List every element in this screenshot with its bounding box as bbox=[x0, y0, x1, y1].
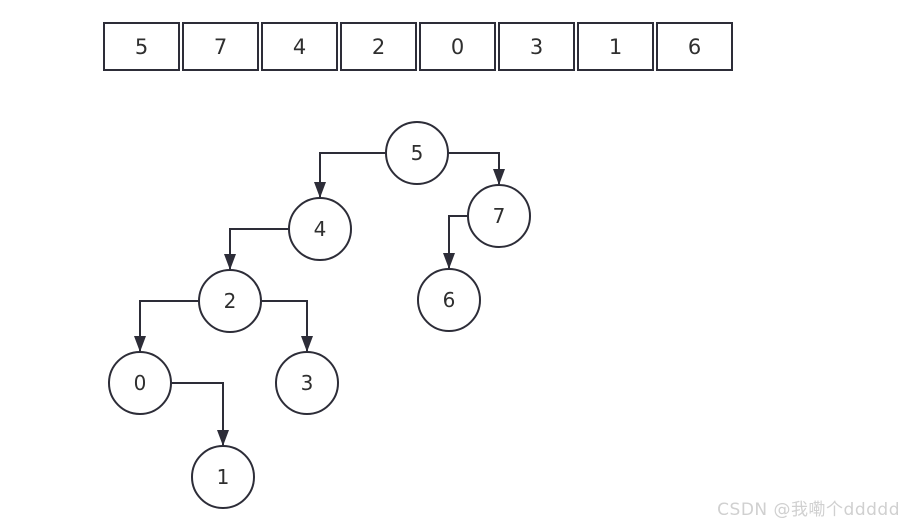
tree-node-label: 7 bbox=[493, 204, 506, 228]
edge-7-to-6 bbox=[443, 215, 468, 269]
tree-node-5: 5 bbox=[385, 121, 449, 185]
edges-layer bbox=[134, 152, 505, 446]
array-cell: 5 bbox=[103, 22, 180, 71]
tree-node-7: 7 bbox=[467, 184, 531, 248]
tree-node-0: 0 bbox=[108, 351, 172, 415]
array-cell: 7 bbox=[182, 22, 259, 71]
array-cell-value: 4 bbox=[292, 34, 307, 59]
array-cell-value: 6 bbox=[687, 34, 702, 59]
tree-node-label: 3 bbox=[301, 371, 314, 395]
tree-node-1: 1 bbox=[191, 445, 255, 509]
tree-node-circle bbox=[288, 197, 352, 261]
array-cell: 2 bbox=[340, 22, 417, 71]
tree-node-circle bbox=[198, 269, 262, 333]
tree-node-label: 1 bbox=[217, 465, 230, 489]
array-cell-value: 5 bbox=[134, 34, 149, 59]
tree-node-label: 4 bbox=[314, 217, 327, 241]
tree-node-label: 0 bbox=[134, 371, 147, 395]
array-cell: 6 bbox=[656, 22, 733, 71]
array-cell-value: 2 bbox=[371, 34, 386, 59]
array-cell: 3 bbox=[498, 22, 575, 71]
tree-node-4: 4 bbox=[288, 197, 352, 261]
array-cell-value: 1 bbox=[608, 34, 623, 59]
edge-4-to-2 bbox=[224, 228, 289, 270]
tree-node-circle bbox=[417, 268, 481, 332]
tree-node-6: 6 bbox=[417, 268, 481, 332]
array-row: 5 7 4 2 0 3 1 6 bbox=[103, 22, 733, 71]
array-cell-value: 0 bbox=[450, 34, 465, 59]
array-cell-value: 7 bbox=[213, 34, 228, 59]
edge-5-to-7 bbox=[448, 152, 505, 185]
array-cell: 4 bbox=[261, 22, 338, 71]
tree-node-2: 2 bbox=[198, 269, 262, 333]
array-cell: 1 bbox=[577, 22, 654, 71]
tree-node-circle bbox=[108, 351, 172, 415]
tree-node-label: 5 bbox=[411, 141, 424, 165]
tree-node-circle bbox=[275, 351, 339, 415]
array-cell-value: 3 bbox=[529, 34, 544, 59]
tree-node-circle bbox=[385, 121, 449, 185]
tree-node-circle bbox=[191, 445, 255, 509]
nodes-layer: 5 4 7 2 6 0 3 1 bbox=[108, 121, 531, 509]
tree-node-label: 6 bbox=[443, 288, 456, 312]
edge-2-to-3 bbox=[261, 300, 313, 352]
edge-2-to-0 bbox=[134, 300, 199, 352]
array-cell: 0 bbox=[419, 22, 496, 71]
tree-node-circle bbox=[467, 184, 531, 248]
watermark: CSDN @我嘞个ddddd bbox=[717, 500, 900, 520]
tree-node-3: 3 bbox=[275, 351, 339, 415]
edge-5-to-4 bbox=[314, 152, 386, 198]
edge-0-to-1 bbox=[171, 382, 229, 446]
tree-node-label: 2 bbox=[224, 289, 237, 313]
